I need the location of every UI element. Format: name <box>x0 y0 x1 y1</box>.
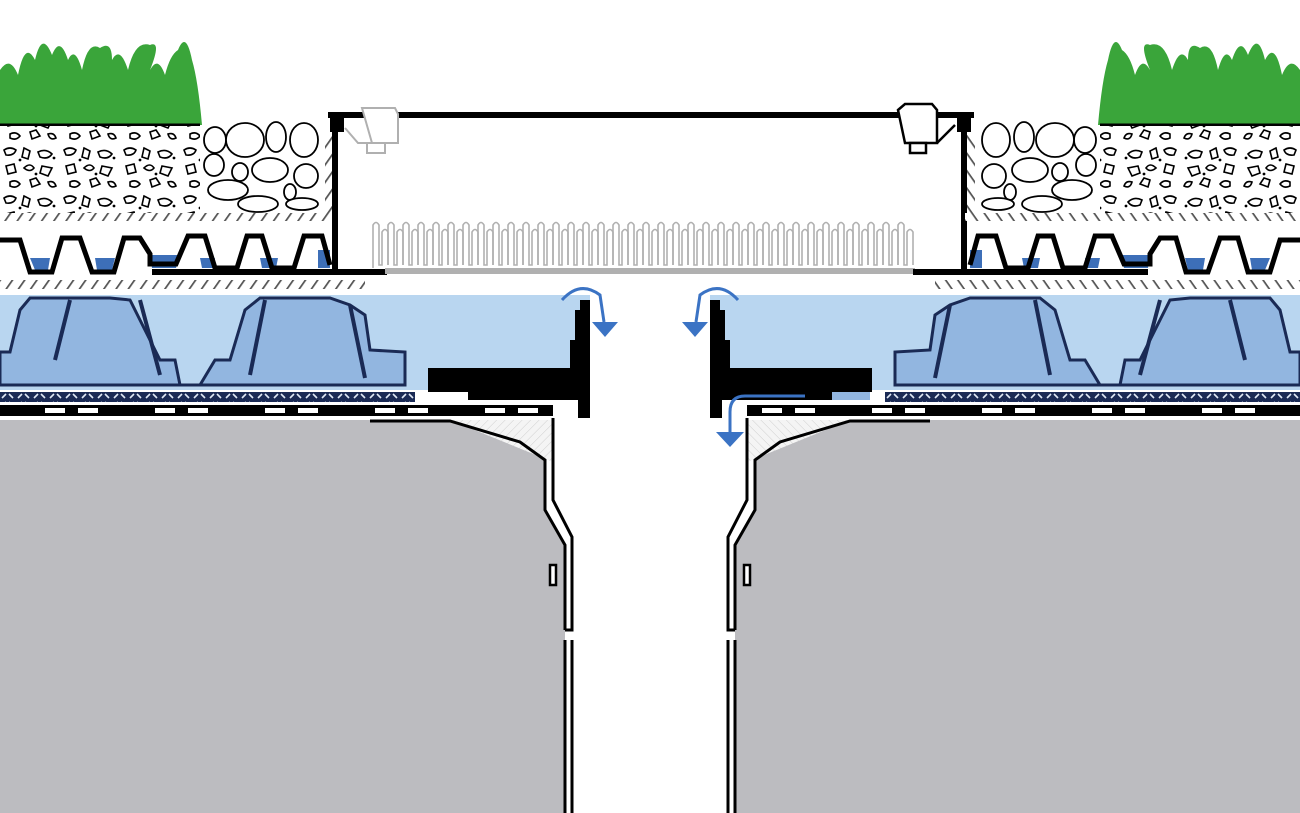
protection-mat-right <box>885 392 1300 402</box>
gravel-strip-right <box>981 121 1097 213</box>
clamp-right <box>896 102 956 155</box>
joint-gap <box>592 276 708 813</box>
left-roof-build-up <box>0 42 590 813</box>
concrete-slab-left <box>0 420 565 813</box>
vegetation-left <box>0 42 202 125</box>
edge-hatch-left <box>325 135 333 215</box>
joint-cover <box>328 102 974 274</box>
joint-profile-left <box>370 418 574 813</box>
cover-leg-left <box>332 118 338 274</box>
waterproofing-right <box>747 405 1300 416</box>
filter-fleece-lower-left <box>0 280 365 289</box>
chamfer-left <box>450 420 553 462</box>
flow-arrow-left <box>560 287 618 337</box>
cover-plate <box>328 112 974 118</box>
drainage-element-lower-left <box>0 296 407 387</box>
vegetation-right <box>1098 42 1300 125</box>
substrate-right <box>1100 126 1300 216</box>
angle-profile-left <box>428 300 590 418</box>
gravel-strip-left <box>200 121 325 216</box>
anchor-left <box>548 563 558 587</box>
drainage-element-upper-right <box>967 233 1300 275</box>
concrete-slab-right <box>735 420 1300 813</box>
cover-leg-right <box>961 118 967 274</box>
drainage-element-upper-left <box>0 233 333 275</box>
separation-sheet-left <box>152 269 387 275</box>
angle-profile-right <box>710 300 872 418</box>
clamp-left <box>344 107 399 154</box>
filter-fleece-right <box>965 213 1300 221</box>
drainage-element-lower-right <box>893 296 1300 387</box>
right-roof-build-up <box>710 42 1300 813</box>
protection-mat-left <box>0 392 415 402</box>
substrate-left <box>0 126 200 216</box>
flow-arrow-right-top <box>682 287 740 337</box>
waterproofing-left <box>0 405 553 416</box>
comb-seal <box>372 221 915 274</box>
flow-arrow-right-bottom <box>716 394 805 447</box>
filter-fleece-left <box>0 213 335 221</box>
